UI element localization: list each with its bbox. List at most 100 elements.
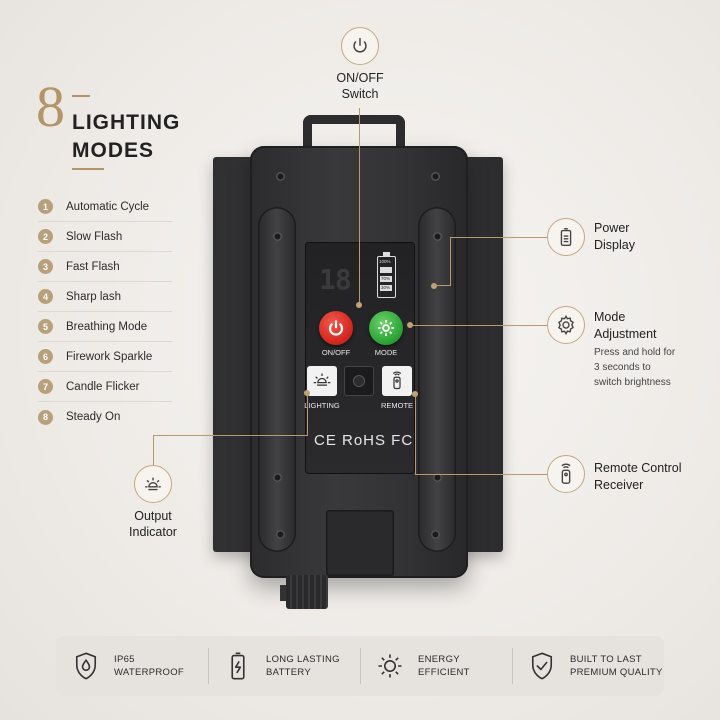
screw xyxy=(433,473,442,482)
mode-label: Fast Flash xyxy=(66,260,120,273)
header-number: 8 xyxy=(36,74,65,139)
feature-energy: ENERGY EFFICIENT xyxy=(360,636,512,696)
battery-level-70: 70% xyxy=(381,276,391,281)
mode-number-badge: 5 xyxy=(38,319,53,334)
power-display-callout-icon xyxy=(547,218,585,256)
screw xyxy=(273,232,282,241)
onoff-callout-line2: Switch xyxy=(341,87,379,101)
mode-number-badge: 1 xyxy=(38,199,53,214)
screw xyxy=(273,473,282,482)
mode-number-badge: 6 xyxy=(38,349,53,364)
battery-indicator-cap xyxy=(383,252,390,256)
screw xyxy=(276,172,285,181)
gear-icon xyxy=(378,320,394,336)
remote-icon xyxy=(561,463,571,484)
power-button[interactable] xyxy=(319,311,353,345)
remote-receiver-button[interactable] xyxy=(382,366,412,396)
battery-level-100: 100% xyxy=(379,259,391,264)
sun-icon xyxy=(145,477,161,491)
remote-icon xyxy=(392,371,402,390)
remote-callout-icon xyxy=(547,455,585,493)
segment-display: 18 xyxy=(319,263,352,296)
power-display-leader-line xyxy=(433,285,450,287)
feature-line1: LONG LASTING xyxy=(266,654,340,665)
power-icon xyxy=(328,320,344,336)
feature-line1: BUILT TO LAST xyxy=(570,654,642,665)
feature-line1: ENERGY xyxy=(418,654,460,665)
lighting-button[interactable] xyxy=(307,366,337,396)
screw xyxy=(276,530,285,539)
light-sensor-window xyxy=(344,366,374,396)
remote-leader-line xyxy=(415,394,417,474)
mode-item: 5 Breathing Mode xyxy=(38,312,172,342)
sensor-lens xyxy=(353,375,365,387)
sun-icon xyxy=(313,373,331,386)
output-leader-line xyxy=(153,435,155,465)
device-rail-left xyxy=(258,207,296,552)
power-button-label: ON/OFF xyxy=(321,348,351,357)
screw xyxy=(431,172,440,181)
output-callout-icon xyxy=(134,465,172,503)
onoff-leader-dot xyxy=(356,302,362,308)
remote-callout-line1: Remote Control xyxy=(594,461,682,475)
remote-callout-line2: Receiver xyxy=(594,478,644,492)
connector-tip xyxy=(280,585,288,601)
mode-leader-line xyxy=(410,325,547,327)
mode-label: Breathing Mode xyxy=(66,320,148,333)
mode-callout-desc-line1: Press and hold for xyxy=(594,347,676,358)
header-title-line1: LIGHTING xyxy=(72,111,181,134)
header-underline xyxy=(72,168,104,170)
mode-label: Sharp lash xyxy=(66,290,121,303)
feature-line2: WATERPROOF xyxy=(114,667,185,678)
mode-number-badge: 3 xyxy=(38,259,53,274)
certification-marks: CE RoHS FC xyxy=(314,432,414,449)
output-callout-line2: Indicator xyxy=(129,525,177,539)
battery-bar xyxy=(380,285,392,291)
mode-item: 2 Slow Flash xyxy=(38,222,172,252)
mode-number-badge: 8 xyxy=(38,409,53,425)
mode-callout-desc-line3: switch brightness xyxy=(594,377,671,388)
mode-item: 3 Fast Flash xyxy=(38,252,172,282)
screw xyxy=(433,232,442,241)
mode-item: 8 Steady On xyxy=(38,402,172,432)
mode-number-badge: 2 xyxy=(38,229,53,244)
mode-number-badge: 7 xyxy=(38,379,53,394)
feature-line2: EFFICIENT xyxy=(418,667,470,678)
feature-line2: PREMIUM QUALITY xyxy=(570,667,663,678)
mode-button-label: MODE xyxy=(374,348,398,357)
device-rail-right xyxy=(418,207,456,552)
mode-number-badge: 4 xyxy=(38,289,53,304)
mode-label: Slow Flash xyxy=(66,230,123,243)
output-callout-line1: Output xyxy=(134,509,172,523)
output-leader-line xyxy=(307,393,309,435)
feature-line1: IP65 xyxy=(114,654,135,665)
onoff-callout-line1: ON/OFF xyxy=(336,71,384,85)
output-connector xyxy=(286,575,328,609)
header-title-line2: MODES xyxy=(72,139,155,162)
mode-label: Firework Sparkle xyxy=(66,350,153,363)
mode-button[interactable] xyxy=(369,311,403,345)
remote-leader-line xyxy=(415,474,547,476)
mode-callout-icon xyxy=(547,306,585,344)
lighting-button-label: LIGHTING xyxy=(304,401,340,410)
mode-callout-line1: Mode xyxy=(594,310,626,324)
battery-icon xyxy=(231,652,245,680)
water-drop-shield-icon xyxy=(75,652,97,680)
battery-bar xyxy=(380,276,392,282)
mode-callout-line2: Adjustment xyxy=(594,327,657,341)
power-display-leader-line xyxy=(450,237,547,239)
feature-battery: LONG LASTING BATTERY xyxy=(208,636,360,696)
device-handle xyxy=(303,115,405,171)
gear-icon xyxy=(558,314,574,336)
output-leader-line xyxy=(153,435,308,437)
device-bottom-tab xyxy=(326,510,394,576)
power-display-leader-line xyxy=(450,237,452,286)
feature-quality: BUILT TO LAST PREMIUM QUALITY xyxy=(512,636,664,696)
mode-label: Steady On xyxy=(66,411,121,423)
battery-level-30: 30% xyxy=(381,285,391,290)
feature-line2: BATTERY xyxy=(266,667,312,678)
